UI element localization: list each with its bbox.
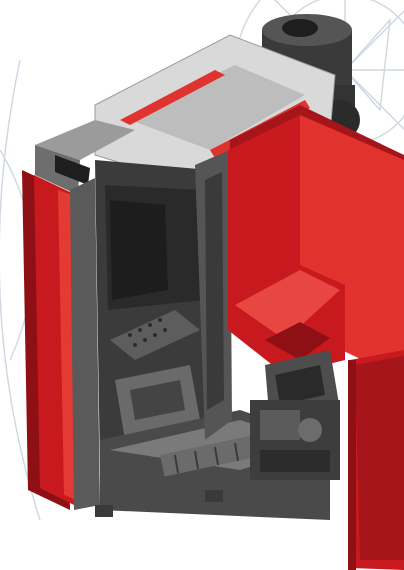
right-side-panel: [348, 350, 404, 570]
pellet-hopper: [228, 105, 404, 380]
heat-exchanger-wall: [195, 150, 232, 440]
boiler-body: [22, 120, 135, 510]
feed-unit: [250, 350, 340, 480]
